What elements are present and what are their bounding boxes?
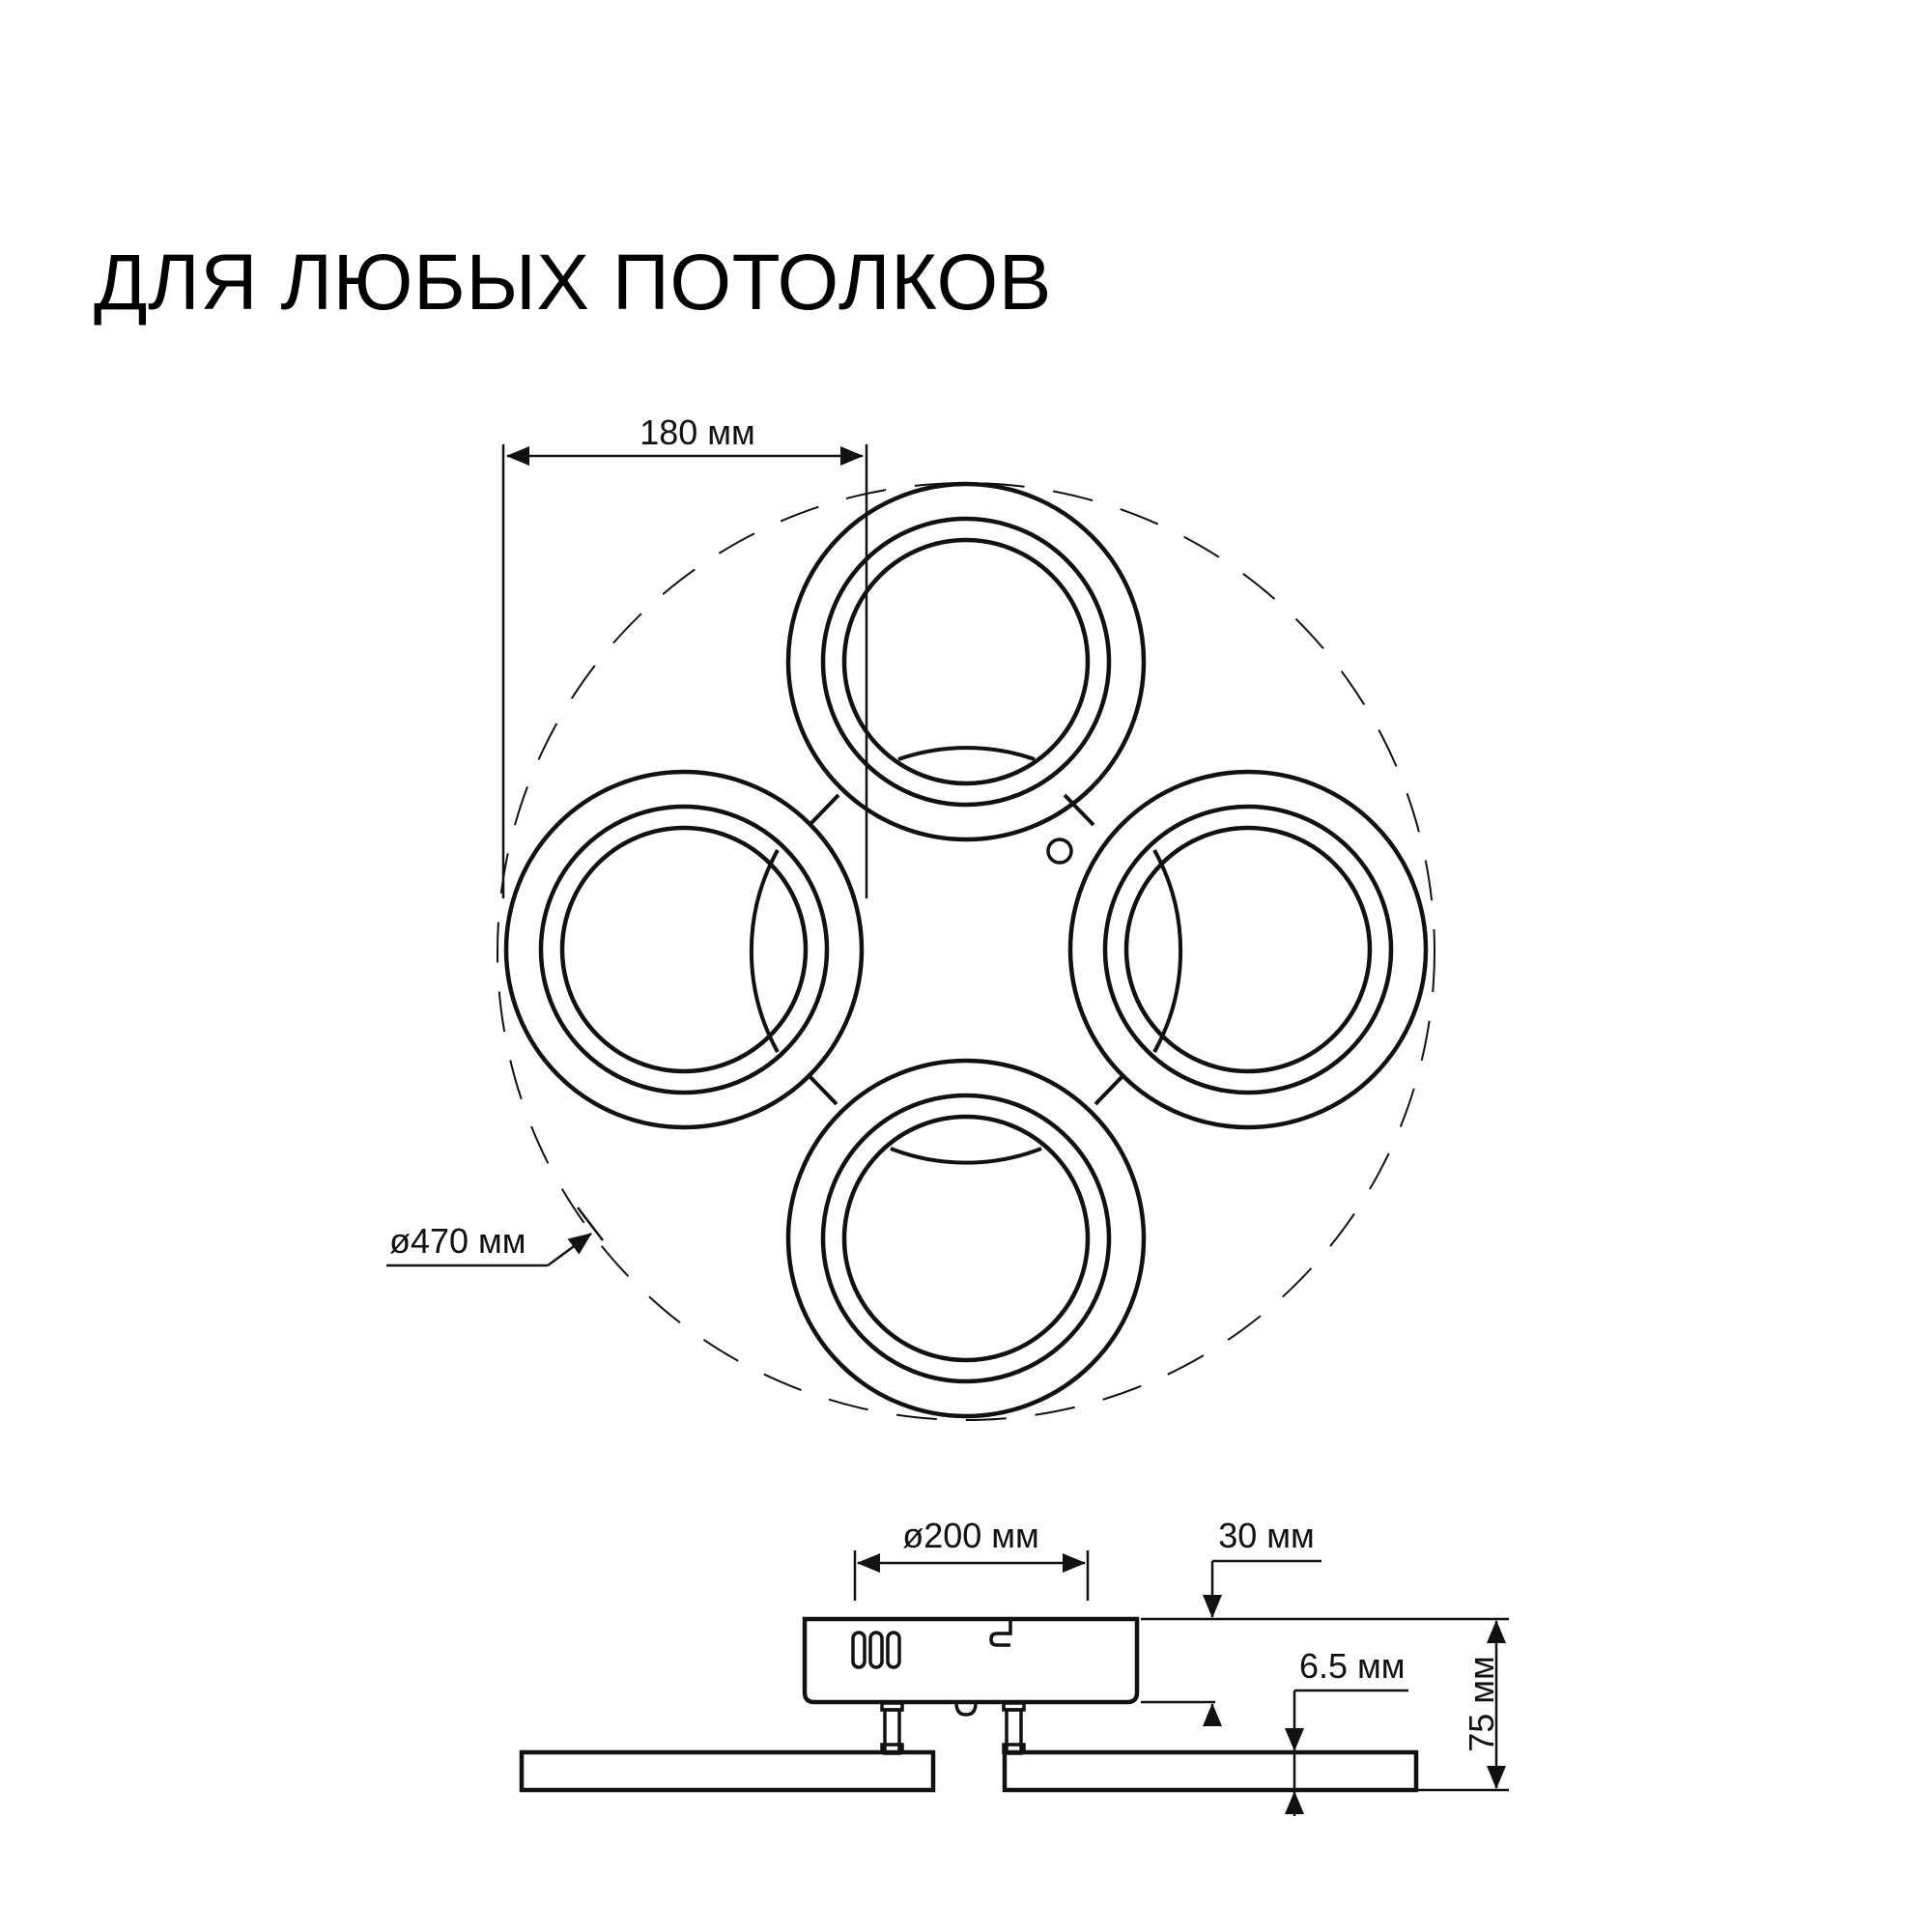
overall-diameter-label: ø470 мм <box>389 1221 526 1261</box>
dimension-ring-thickness <box>1285 1689 1408 1816</box>
post-right <box>1002 1701 1026 1755</box>
dimension-canopy-height <box>1141 1559 1509 1726</box>
post-left <box>880 1701 904 1755</box>
vent-slots-icon <box>851 1631 901 1669</box>
ring-side-left <box>519 1749 936 1793</box>
mounting-screw-icon <box>1046 838 1073 865</box>
page-title: ДЛЯ ЛЮБЫХ ПОТОЛКОВ <box>94 239 1052 327</box>
canopy <box>802 1616 1140 1705</box>
side-view <box>519 1550 1509 1816</box>
total-height-label: 75 мм <box>1462 1656 1501 1752</box>
dimension-ring-spacing <box>501 444 868 898</box>
central-disk <box>749 746 1183 1165</box>
ring-thickness-label: 6.5 мм <box>1299 1646 1406 1686</box>
ring-side-right <box>1002 1749 1419 1793</box>
ring-top <box>785 481 1147 842</box>
ring-bottom <box>785 1058 1147 1419</box>
canopy-diameter-label: ø200 мм <box>902 1516 1039 1555</box>
top-view <box>386 444 1435 1421</box>
ring-spacing-label: 180 мм <box>639 412 755 452</box>
ring-right <box>1067 769 1429 1130</box>
dimension-total-height <box>1418 1620 1509 1792</box>
dimension-overall-diameter <box>386 1207 604 1267</box>
cable-outlet <box>954 1702 978 1717</box>
canopy-height-label: 30 мм <box>1218 1516 1315 1555</box>
hook-icon <box>989 1620 1012 1647</box>
ring-left <box>503 769 865 1130</box>
overall-diameter-outline <box>497 482 1435 1421</box>
dimension-canopy-diameter <box>853 1550 1090 1601</box>
